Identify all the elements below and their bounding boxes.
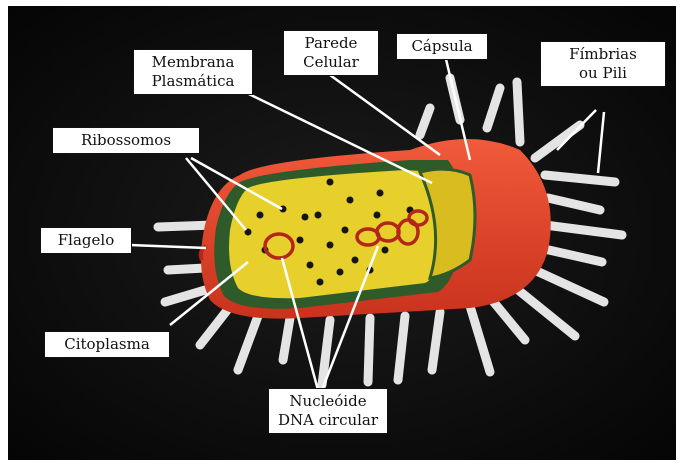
label-nucleoide-line2: DNA circular (275, 411, 381, 430)
label-membrana-plasmatica: Membrana Plasmática (133, 49, 253, 95)
label-capsula-text: Cápsula (403, 37, 481, 56)
label-membrana-line2: Plasmática (140, 72, 246, 91)
label-nucleoide-line1: Nucleóide (275, 392, 381, 411)
label-fimbrias-line2: ou Pili (547, 64, 659, 83)
label-parede-line2: Celular (290, 53, 372, 72)
label-membrana-line1: Membrana (140, 53, 246, 72)
label-nucleoide: Nucleóide DNA circular (268, 388, 388, 434)
label-citoplasma-text: Citoplasma (51, 335, 163, 354)
label-parede-celular: Parede Celular (283, 30, 379, 76)
label-fimbrias: Fímbrias ou Pili (540, 41, 666, 87)
cytoplasm-shape (229, 170, 448, 298)
label-fimbrias-line1: Fímbrias (547, 45, 659, 64)
label-citoplasma: Citoplasma (44, 331, 170, 358)
label-flagelo: Flagelo (40, 227, 132, 254)
label-flagelo-text: Flagelo (47, 231, 125, 250)
label-ribossomos: Ribossomos (52, 127, 200, 154)
label-ribossomos-text: Ribossomos (59, 131, 193, 150)
label-parede-line1: Parede (290, 34, 372, 53)
label-capsula: Cápsula (396, 33, 488, 60)
